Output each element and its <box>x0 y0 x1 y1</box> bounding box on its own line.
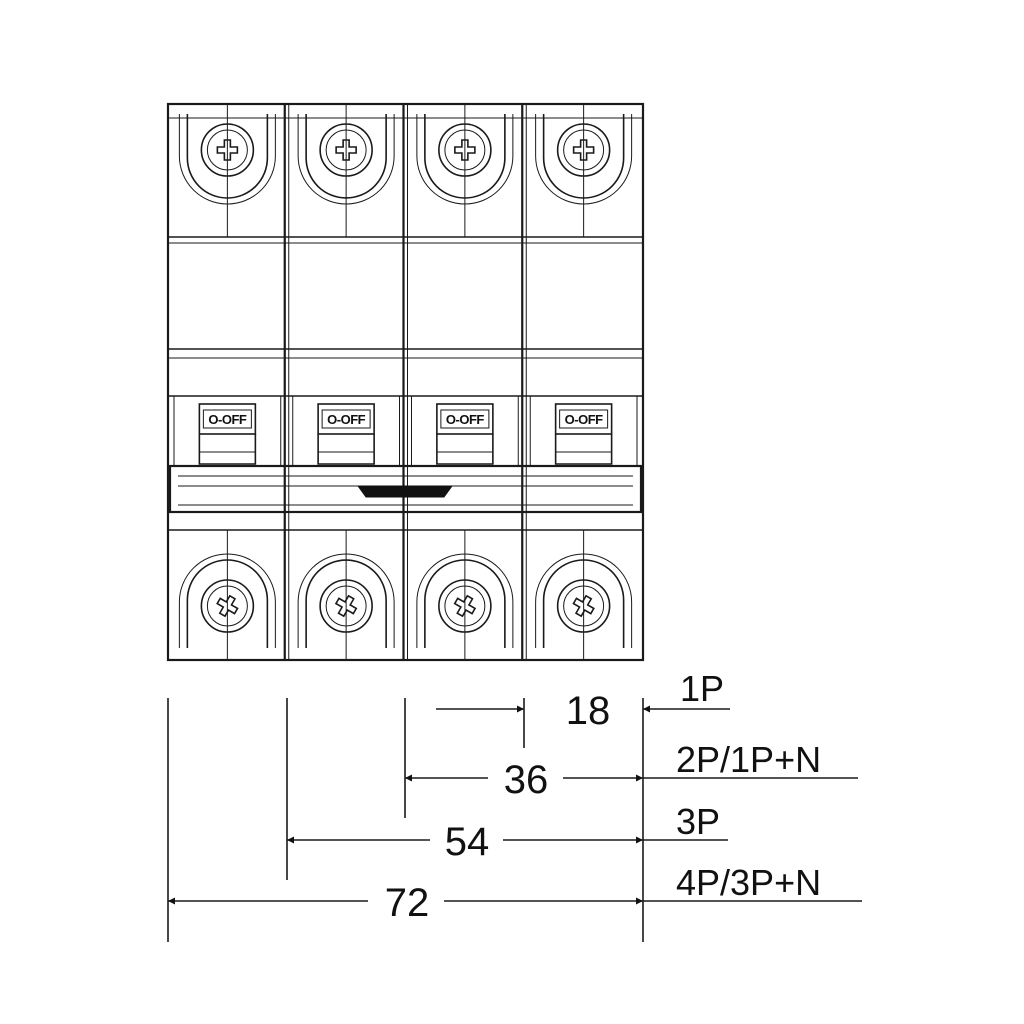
top-terminal-screw <box>535 114 633 205</box>
pole-2: O-OFF <box>283 104 400 660</box>
screw-head <box>200 123 255 177</box>
switch-off-label: O-OFF <box>208 412 246 427</box>
switch-label-frame <box>202 409 252 429</box>
circuit-breaker-body: O-OFF O-OFF O-OFF O-OFF <box>166 102 645 662</box>
switch-handle <box>317 434 375 465</box>
terminal-housing <box>535 114 633 205</box>
screw-head <box>200 579 255 633</box>
dimension-value-54: 54 <box>445 820 490 864</box>
config-label-1p: 1P <box>680 668 724 709</box>
pole-3: O-OFF <box>402 104 519 660</box>
pole-1: O-OFF <box>173 104 282 660</box>
pole-4: O-OFF <box>521 104 638 660</box>
dimension-lines: 18 1P 36 2P/1P+N 54 3P 72 4P/3P+N <box>167 668 862 942</box>
breaker-outline <box>166 102 645 662</box>
top-terminal-screw <box>416 114 514 205</box>
config-label-3p: 3P <box>676 801 720 842</box>
bottom-terminal-screw <box>416 553 514 648</box>
screw-rim <box>563 129 605 171</box>
terminal-housing <box>186 114 269 199</box>
switch-window <box>554 403 613 435</box>
phillips-cross-icon <box>216 139 239 161</box>
screw-head <box>438 123 492 177</box>
screw-head <box>319 123 373 177</box>
screw-head <box>556 579 611 633</box>
screw-head <box>556 123 611 177</box>
switch-window <box>198 403 257 435</box>
screw-rim <box>325 129 367 171</box>
terminal-housing <box>416 553 514 648</box>
common-trip-bar <box>168 464 643 514</box>
terminal-housing <box>305 559 387 648</box>
terminal-housing <box>305 114 387 199</box>
switch-label-frame <box>321 409 371 429</box>
switch-window <box>317 403 375 435</box>
bottom-terminal-screw <box>178 553 276 648</box>
dimension-value-72: 72 <box>385 881 430 925</box>
screw-rim <box>206 585 248 627</box>
screw-head <box>319 579 373 633</box>
dimension-value-36: 36 <box>504 758 549 802</box>
switch-label-frame <box>559 409 609 429</box>
trip-bar-clip <box>357 485 453 498</box>
top-terminal-screw <box>178 114 276 205</box>
screw-rim <box>206 129 248 171</box>
terminal-housing <box>178 114 276 205</box>
screw-rim <box>325 585 367 627</box>
terminal-housing <box>535 553 633 648</box>
terminal-housing <box>542 114 625 199</box>
phillips-cross-icon <box>216 594 239 618</box>
switch-off-label: O-OFF <box>565 412 603 427</box>
switch-off-label: O-OFF <box>327 412 365 427</box>
config-label-4p: 4P/3P+N <box>676 862 821 903</box>
bottom-terminal-screw <box>297 553 395 648</box>
screw-rim <box>444 585 486 627</box>
screw-rim <box>444 129 486 171</box>
terminal-housing <box>178 553 276 648</box>
terminal-housing <box>186 559 269 648</box>
phillips-cross-icon <box>453 594 477 618</box>
switch-off-label: O-OFF <box>446 412 484 427</box>
switch-handle <box>198 434 257 465</box>
screw-rim <box>563 585 605 627</box>
dimension-value-18: 18 <box>566 689 611 733</box>
top-terminal-screw <box>297 114 395 205</box>
screw-head <box>438 579 492 633</box>
phillips-cross-icon <box>572 594 595 618</box>
switch-label-frame <box>440 409 490 429</box>
terminal-housing <box>416 114 514 205</box>
phillips-cross-icon <box>335 139 357 161</box>
terminal-housing <box>424 114 506 199</box>
terminal-housing <box>297 553 395 648</box>
switch-window <box>436 403 494 435</box>
phillips-cross-icon <box>572 139 595 161</box>
terminal-housing <box>424 559 506 648</box>
config-label-2p: 2P/1P+N <box>676 739 821 780</box>
terminal-housing <box>297 114 395 205</box>
phillips-cross-icon <box>454 139 476 161</box>
switch-handle <box>436 434 494 465</box>
switch-handle <box>554 434 613 465</box>
phillips-cross-icon <box>334 594 358 618</box>
trip-bar-body <box>168 464 643 514</box>
terminal-housing <box>542 559 625 648</box>
bottom-terminal-screw <box>535 553 633 648</box>
